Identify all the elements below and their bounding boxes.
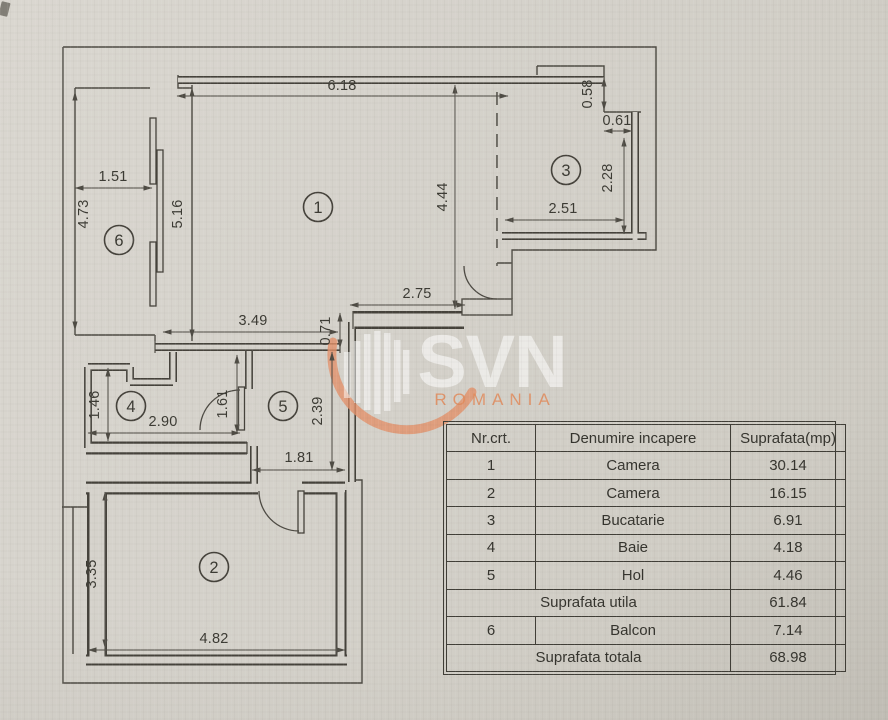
dimension-label: 1.61 — [215, 389, 231, 418]
room-nr: 2 — [446, 478, 536, 508]
room-area: 30.14 — [730, 451, 846, 480]
room-area: 6.91 — [730, 506, 846, 535]
entrance-threshold — [461, 298, 513, 316]
watermark-brand-text: SVN — [417, 320, 566, 403]
table-row: 4 Baie 4.18 — [446, 533, 846, 563]
room-area: 16.15 — [730, 478, 846, 508]
table-header-row: Nr.crt. Denumire incapere Suprafata(mp) — [446, 423, 846, 453]
table-row: 3 Bucatarie 6.91 — [446, 506, 846, 535]
room-nr: 3 — [446, 506, 536, 535]
room-number: 5 — [278, 398, 287, 416]
table-row: 2 Camera 16.15 — [446, 478, 846, 508]
room-number: 3 — [561, 162, 570, 180]
table-row: 5 Hol 4.46 — [446, 561, 846, 590]
room-name: Bucatarie — [535, 506, 731, 535]
subtotal-row: Suprafata utila 61.84 — [446, 588, 846, 618]
dimension-label: 3.49 — [238, 313, 267, 329]
dimension-label: 6.18 — [327, 78, 356, 94]
room-circle-3: 3 — [550, 154, 582, 186]
total-row: Suprafata totala 68.98 — [446, 643, 846, 672]
watermark: SVN ROMANIA — [327, 320, 568, 435]
walls — [84, 76, 647, 666]
entrance-door-arc — [463, 265, 498, 300]
dimension-labels: 6.18 4.44 0.58 0.61 2.28 2.51 5.16 1.51 … — [76, 78, 631, 647]
balcony-window — [149, 117, 164, 307]
dimension-label: 2.75 — [402, 286, 431, 302]
room-number: 6 — [114, 232, 123, 250]
bath-door-arc — [199, 389, 241, 431]
col-header-area: Suprafata(mp) — [730, 423, 846, 453]
col-header-name: Denumire incapere — [535, 423, 731, 453]
room-circle-2: 2 — [198, 551, 230, 583]
room-name: Camera — [535, 451, 731, 480]
dimension-label: 3.35 — [84, 559, 100, 588]
room-nr: 6 — [446, 616, 536, 645]
room-name: Camera — [535, 478, 731, 508]
dimension-label: 1.51 — [98, 169, 127, 185]
dimension-label: 4.44 — [435, 182, 451, 211]
room2-door-arc — [258, 490, 300, 532]
room-nr: 5 — [446, 561, 536, 590]
dimension-label: 1.46 — [87, 390, 103, 419]
total-area: 68.98 — [730, 643, 846, 672]
watermark-region-text: ROMANIA — [434, 390, 555, 409]
area-table: Nr.crt. Denumire incapere Suprafata(mp) … — [443, 421, 846, 675]
watermark-logo-bars — [344, 331, 410, 414]
dimension-label: 2.28 — [600, 163, 616, 192]
dimension-label: 1.81 — [284, 450, 313, 466]
room-circle-1: 1 — [302, 191, 334, 223]
room-circle-5: 5 — [267, 390, 299, 422]
bath-door-leaf — [237, 386, 246, 431]
total-label: Suprafata totala — [446, 643, 731, 672]
room-number: 4 — [126, 398, 135, 416]
room-number: 2 — [209, 559, 218, 577]
dimension-label: 2.51 — [548, 201, 577, 217]
doors — [199, 265, 513, 534]
room-name: Baie — [535, 533, 731, 563]
room-nr: 1 — [446, 451, 536, 480]
dimension-label: 0.58 — [580, 79, 596, 108]
room-area: 4.18 — [730, 533, 846, 563]
room-circles: 1 2 3 4 5 6 — [103, 154, 582, 583]
dimension-label: 5.16 — [170, 199, 186, 228]
room2-door-leaf — [297, 490, 305, 534]
dimension-label: 2.39 — [310, 396, 326, 425]
room-area: 7.14 — [730, 616, 846, 645]
dimension-label: 4.73 — [76, 199, 92, 228]
room-circle-6: 6 — [103, 224, 135, 256]
dimension-label: 2.90 — [148, 414, 177, 430]
dimension-label: 4.82 — [199, 631, 228, 647]
table-row: 6 Balcon 7.14 — [446, 616, 846, 645]
room-number: 1 — [313, 199, 322, 217]
col-header-nr: Nr.crt. — [446, 423, 536, 453]
dimension-label: 0.71 — [318, 316, 334, 345]
room-name: Hol — [535, 561, 731, 590]
subtotal-area: 61.84 — [730, 588, 846, 618]
room-area: 4.46 — [730, 561, 846, 590]
table-row: 1 Camera 30.14 — [446, 451, 846, 480]
subtotal-label: Suprafata utila — [446, 588, 731, 618]
dimension-label: 0.61 — [602, 113, 631, 129]
room-nr: 4 — [446, 533, 536, 563]
room-circle-4: 4 — [115, 390, 147, 422]
room-name: Balcon — [535, 616, 731, 645]
dimension-lines — [72, 77, 633, 653]
